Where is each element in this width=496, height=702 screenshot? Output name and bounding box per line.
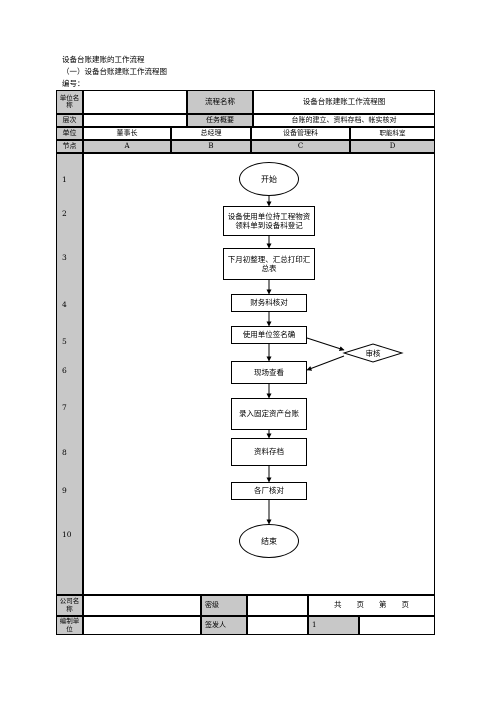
column-d: D [350, 140, 435, 153]
unit-general-manager: 总经理 [171, 127, 251, 140]
row-number: 6 [62, 366, 67, 375]
unit-name-value [83, 90, 187, 114]
row-number: 8 [62, 448, 67, 457]
row-number: 2 [62, 209, 67, 218]
column-a: A [83, 140, 171, 153]
row-number: 7 [62, 403, 67, 412]
page-count: 共 页 第 页 [308, 595, 435, 616]
page-number: 1 [308, 616, 359, 635]
arrow-5-to-review [306, 337, 345, 351]
flow-step-enter-ledger: 录入固定资产台账 [231, 398, 307, 430]
document-subtitle: （一）设备台账建账工作流程图 [62, 67, 167, 76]
flow-step-sign: 使用单位签名确 [231, 326, 307, 344]
row-number: 1 [62, 175, 67, 184]
page-extra [359, 616, 435, 635]
column-c: C [251, 140, 350, 153]
row-number: 3 [62, 253, 67, 262]
secret-value [247, 595, 308, 616]
arrow-review-to-6 [306, 355, 345, 371]
compile-unit-value [83, 616, 201, 635]
flow-step-factory-check: 各厂核对 [231, 482, 307, 500]
company-label: 公司名称 [56, 595, 83, 616]
task-summary-label: 任务概要 [187, 114, 253, 127]
issuer-value [247, 616, 308, 635]
row-number: 10 [62, 530, 72, 539]
row-number: 5 [62, 337, 67, 346]
flow-step-inspect: 现场查看 [231, 361, 307, 384]
unit-name-label: 单位名称 [56, 90, 83, 114]
flow-step-archive: 资料存档 [231, 438, 307, 466]
row-number-column [56, 153, 83, 595]
unit-equipment-dept: 设备管理科 [251, 127, 350, 140]
task-summary-value: 台账的建立、资料存档、帐实核对 [253, 114, 435, 127]
row-number: 9 [62, 486, 67, 495]
document-title: 设备台账建账的工作流程 [62, 55, 145, 64]
flow-step-summary: 下月初整理、汇总打印汇总表 [223, 248, 315, 280]
review-diamond [342, 343, 404, 363]
flow-step-finance-check: 财务科核对 [231, 294, 307, 312]
column-b: B [171, 140, 251, 153]
secret-label: 密级 [201, 595, 247, 616]
node-label: 节点 [56, 140, 83, 153]
level-label: 层次 [56, 114, 83, 127]
process-name-label: 流程名称 [187, 90, 253, 114]
flow-end: 结束 [239, 524, 299, 558]
issuer-label: 签发人 [201, 616, 247, 635]
row-number: 4 [62, 300, 67, 309]
flow-start: 开始 [239, 162, 299, 196]
unit-label: 单位 [56, 127, 83, 140]
level-value [83, 114, 187, 127]
company-value [83, 595, 201, 616]
process-name-value: 设备台账建账工作流程图 [253, 90, 435, 114]
unit-functional-dept: 职能科室 [350, 127, 435, 140]
flow-step-register: 设备使用单位持工程物资领料单到设备科登记 [223, 206, 315, 236]
flow-review-label: 审核 [365, 348, 381, 358]
unit-chairman: 董事长 [83, 127, 171, 140]
number-label: 编号： [62, 79, 85, 88]
compile-unit-label: 编制单位 [56, 616, 83, 635]
